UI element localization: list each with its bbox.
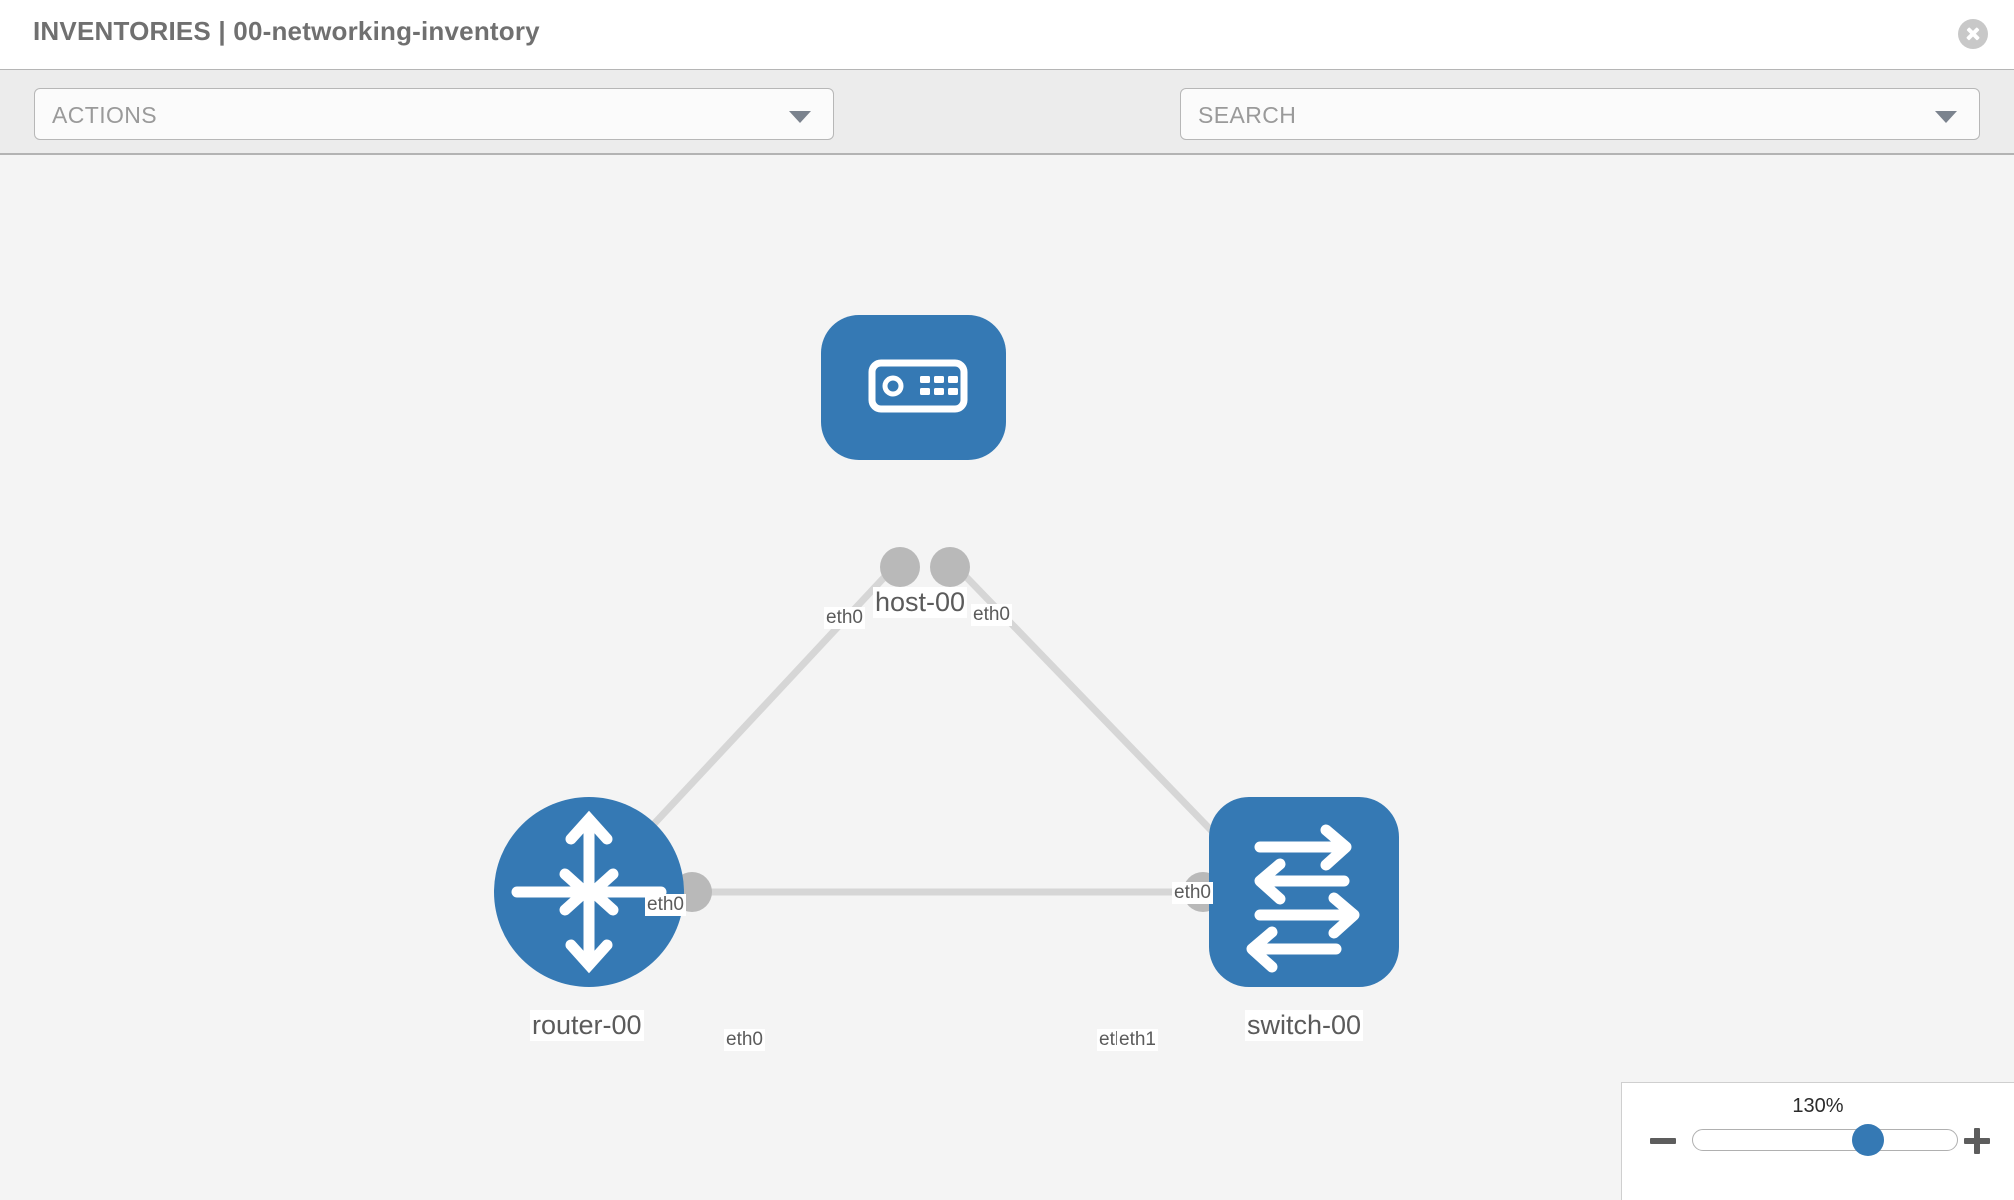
topology-graph [494, 315, 1399, 987]
iface-label-router00-uplink: eth0 [645, 894, 686, 916]
minus-icon[interactable] [1650, 1127, 1678, 1155]
port-host00-right[interactable] [930, 547, 970, 587]
zoom-slider-thumb[interactable] [1852, 1124, 1885, 1156]
iface-label-router00-eth0: eth0 [724, 1029, 765, 1051]
node-label-host-00: host-00 [873, 587, 968, 619]
plus-icon[interactable] [1964, 1127, 1992, 1155]
iface-label-host00-right: eth0 [971, 604, 1012, 626]
actions-dropdown-label: ACTIONS [52, 102, 158, 128]
server-appliance-icon [868, 359, 968, 413]
page-header: INVENTORIES | 00-networking-inventory [0, 0, 2014, 69]
chevron-down-icon [789, 111, 811, 123]
close-icon[interactable] [1958, 19, 1988, 49]
node-router-00[interactable] [494, 797, 684, 987]
iface-label-switch00-uplink: eth0 [1172, 882, 1213, 904]
topology-canvas[interactable]: host-00 router-00 switch-00 eth0 eth0 et… [0, 155, 2014, 1200]
zoom-control: 130% [1621, 1082, 2014, 1200]
toolbar: ACTIONS SEARCH [0, 69, 2014, 197]
link-host00-router00[interactable] [622, 552, 908, 858]
iface-label-switch00-eth1: eth1 [1117, 1029, 1158, 1051]
actions-dropdown[interactable]: ACTIONS [34, 88, 834, 140]
search-input[interactable]: SEARCH [1180, 88, 1980, 140]
page-title: INVENTORIES | 00-networking-inventory [33, 16, 540, 46]
node-label-router-00: router-00 [530, 1010, 644, 1042]
port-host00-left[interactable] [880, 547, 920, 587]
link-host00-switch00[interactable] [942, 552, 1238, 858]
node-switch-00[interactable] [1209, 797, 1399, 987]
chevron-down-icon[interactable] [1935, 111, 1957, 123]
iface-label-host00-left: eth0 [824, 607, 865, 629]
router-four-arrows-icon [511, 810, 667, 974]
node-host-00[interactable] [821, 315, 1006, 460]
search-placeholder: SEARCH [1198, 102, 1297, 128]
zoom-percent-label: 130% [1792, 1095, 1844, 1117]
zoom-slider[interactable] [1692, 1124, 1958, 1156]
switch-arrows-icon [1246, 824, 1360, 973]
node-label-switch-00: switch-00 [1245, 1010, 1364, 1042]
